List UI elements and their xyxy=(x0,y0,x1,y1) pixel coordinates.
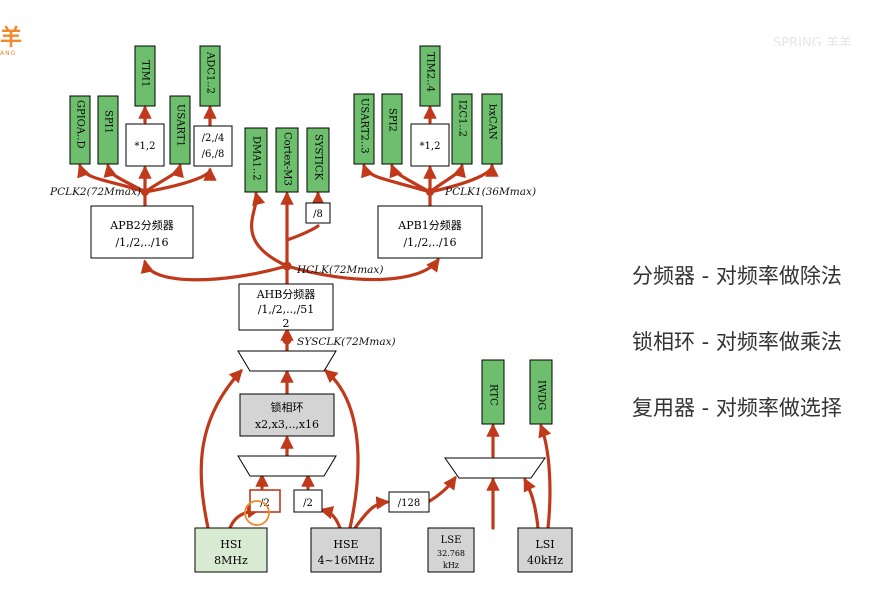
peripheral-gpio-label: GPIOA..D xyxy=(75,100,86,148)
divider-systick-label: /8 xyxy=(313,209,323,220)
peripheral-i2c: I2C1..2 xyxy=(451,93,473,165)
peripheral-can-label: bxCAN xyxy=(487,104,498,140)
hclk-label: HCLK(72Mmax) xyxy=(296,264,383,276)
sysclk-label: SYSCLK(72Mmax) xyxy=(297,336,396,348)
peripheral-i2c-label: I2C1..2 xyxy=(457,100,468,137)
peripheral-spi2-label: SPI2 xyxy=(387,108,398,132)
source-lsi-freq: 40kHz xyxy=(527,554,563,567)
peripheral-usart23: USART2..3 xyxy=(353,93,375,165)
rtc-mux xyxy=(444,457,546,479)
peripheral-usart23-label: USART2..3 xyxy=(359,98,370,154)
source-hsi: HSI 8MHz xyxy=(194,527,268,573)
sysclk-node xyxy=(282,335,292,345)
peripheral-tim1: TIM1 xyxy=(134,45,156,107)
pclk1-label: PCLK1(36Mmax) xyxy=(444,186,536,198)
note-pll: 锁相环 - 对频率做乘法 xyxy=(632,330,842,354)
apb1-prescaler: APB1分频器 /1,/2,../16 xyxy=(377,205,483,259)
pll-source-mux xyxy=(237,455,337,477)
source-lse-name: LSE xyxy=(441,535,462,546)
cursor-highlight xyxy=(244,500,270,526)
watermark: SPRING 羊羊 xyxy=(773,36,852,46)
divider-adc: /2,/4 /6,/8 xyxy=(193,125,233,167)
clock-lines xyxy=(77,105,552,530)
apb1-prescaler-title: APB1分频器 xyxy=(397,218,461,232)
peripheral-spi1-label: SPI1 xyxy=(103,110,114,134)
source-lse-unit: kHz xyxy=(443,561,459,570)
pll-range: x2,x3,..,x16 xyxy=(255,418,319,431)
pll-block: 锁相环 x2,x3,..,x16 xyxy=(239,393,335,437)
peripheral-dma: DMA1..2 xyxy=(244,127,268,193)
multiplier-tim1: *1,2 xyxy=(125,123,165,167)
source-lse-freq: 32.768 xyxy=(437,549,465,558)
peripheral-iwdg-label: IWDG xyxy=(536,380,547,410)
multiplier-tim1-label: *1,2 xyxy=(135,141,156,152)
source-hse-name: HSE xyxy=(333,538,358,551)
divider-adc-line1: /2,/4 xyxy=(202,133,225,144)
peripheral-dma-label: DMA1..2 xyxy=(251,136,262,181)
divider-adc-line2: /6,/8 xyxy=(202,149,225,160)
source-hse: HSE 4~16MHz xyxy=(310,527,382,573)
peripheral-tim1-label: TIM1 xyxy=(140,60,151,87)
logo: 羊 ANG xyxy=(0,26,23,58)
peripheral-spi1: SPI1 xyxy=(97,95,119,165)
peripheral-spi2: SPI2 xyxy=(381,93,403,165)
divider-systick: /8 xyxy=(305,202,331,224)
source-lsi-name: LSI xyxy=(535,538,554,551)
source-hsi-freq: 8MHz xyxy=(214,554,248,567)
logo-mark: 羊 xyxy=(0,26,23,51)
peripheral-cortex: Cortex-M3 xyxy=(275,127,299,193)
logo-subtext: ANG xyxy=(0,50,17,57)
apb1-prescaler-range: /1,/2,../16 xyxy=(403,236,456,249)
ahb-prescaler-range: /1,/2,..,/51 xyxy=(258,303,315,316)
peripheral-systick: SYSTICK xyxy=(306,127,330,193)
divider-rtc: /128 xyxy=(388,491,430,513)
peripheral-usart1-label: USART1 xyxy=(175,104,186,147)
peripheral-gpio: GPIOA..D xyxy=(69,95,91,165)
peripheral-rtc-label: RTC xyxy=(488,384,499,406)
apb2-prescaler-range: /1,/2,../16 xyxy=(115,236,168,249)
ahb-prescaler-range-cont: 2 xyxy=(283,317,290,330)
apb2-prescaler-title: APB2分频器 xyxy=(109,218,173,232)
ahb-prescaler-title: AHB分频器 xyxy=(256,287,316,301)
source-hsi-name: HSI xyxy=(220,538,241,551)
multiplier-apb1-label: *1,2 xyxy=(420,141,441,152)
peripheral-cortex-label: Cortex-M3 xyxy=(282,132,293,186)
pclk2-node xyxy=(141,188,149,196)
peripheral-tim24-label: TIM2..4 xyxy=(425,52,436,92)
pclk2-label: PCLK2(72Mmax) xyxy=(49,186,141,198)
note-divider: 分频器 - 对频率做除法 xyxy=(632,264,842,288)
peripheral-adc-label: ADC1..2 xyxy=(205,51,216,94)
peripheral-usart1: USART1 xyxy=(169,95,191,165)
peripheral-systick-label: SYSTICK xyxy=(313,134,324,181)
peripheral-adc: ADC1..2 xyxy=(199,45,221,107)
divider-hse: /2 xyxy=(293,489,323,513)
source-lsi: LSI 40kHz xyxy=(517,527,573,573)
peripheral-tim24: TIM2..4 xyxy=(419,45,441,107)
divider-rtc-label: /128 xyxy=(398,498,420,509)
peripheral-can: bxCAN xyxy=(481,93,503,165)
apb2-prescaler: APB2分频器 /1,/2,../16 xyxy=(90,205,194,259)
source-lse: LSE 32.768 kHz xyxy=(427,527,475,573)
peripheral-iwdg: IWDG xyxy=(529,359,553,425)
pll-title: 锁相环 xyxy=(271,400,304,414)
multiplier-apb1: *1,2 xyxy=(410,123,450,167)
note-mux: 复用器 - 对频率做选择 xyxy=(632,396,842,420)
sysclk-mux xyxy=(237,350,337,372)
source-hse-freq: 4~16MHz xyxy=(318,554,375,567)
hclk-node xyxy=(282,261,292,271)
peripheral-rtc: RTC xyxy=(481,359,505,425)
ahb-prescaler: AHB分频器 /1,/2,..,/51 2 xyxy=(238,283,334,331)
divider-hse-label: /2 xyxy=(303,498,313,509)
pclk1-node xyxy=(426,188,434,196)
junction-nodes xyxy=(141,188,434,345)
